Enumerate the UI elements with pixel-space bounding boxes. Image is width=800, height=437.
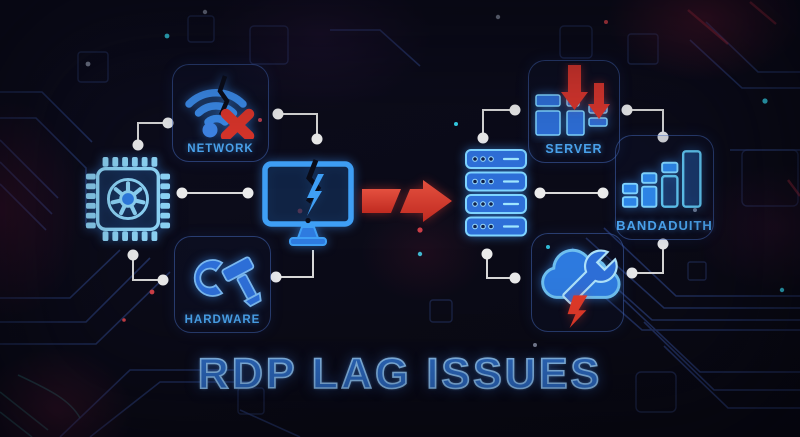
- network-label: NETWORK: [187, 143, 254, 155]
- bandwidth-label: BANDADUITH: [616, 218, 713, 233]
- server-node: SERVER: [528, 60, 620, 163]
- hardware-label: HARDWARE: [184, 314, 261, 326]
- bandwidth-node: BANDADUITH: [615, 135, 714, 240]
- hardware-node: HARDWARE: [174, 236, 271, 333]
- cracked-monitor-icon: [262, 159, 354, 246]
- server-blocks-down-arrows-icon: [535, 65, 610, 136]
- network-node: NETWORK: [172, 64, 269, 162]
- cpu-fan-chip-icon: [85, 156, 171, 242]
- broken-wifi-x-icon: [185, 75, 255, 139]
- diagram-title: RDP LAG ISSUES: [197, 349, 603, 399]
- cloud-repair-node: [531, 233, 624, 332]
- broken-red-arrow-icon: [362, 180, 452, 222]
- wrench-hammer-icon: [193, 256, 262, 308]
- cloud-wrench-lightning-icon: [541, 248, 621, 328]
- signal-bars-icon: [621, 150, 702, 208]
- server-label: SERVER: [545, 142, 603, 156]
- server-rack-icon: [465, 149, 527, 237]
